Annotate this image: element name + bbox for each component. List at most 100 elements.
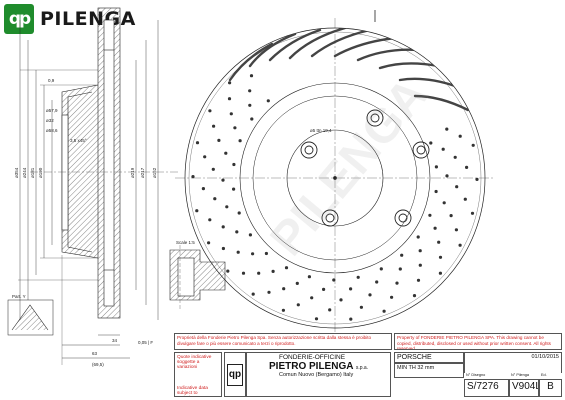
drilled-hole	[232, 187, 236, 191]
drilled-hole	[398, 267, 402, 271]
drilled-hole	[203, 155, 207, 159]
drilled-hole	[208, 218, 212, 222]
dim-left-1: ø354	[14, 167, 19, 178]
drilled-hole	[238, 139, 242, 143]
drilled-hole	[416, 278, 421, 282]
drilled-hole	[195, 141, 200, 145]
drilled-hole	[248, 233, 252, 237]
drilled-hole	[251, 252, 255, 256]
drilled-hole	[271, 269, 275, 273]
drilled-hole	[208, 109, 212, 113]
drilled-hole	[349, 317, 353, 321]
scale-label: Scale 1:5	[176, 240, 195, 245]
drilled-hole	[250, 117, 254, 121]
dim-bottom-2: 63	[92, 351, 98, 356]
dim-top-4: ø58,6	[46, 128, 58, 133]
drilled-hole	[284, 266, 289, 270]
note-en: Indicative data subject to variations	[177, 386, 208, 396]
brand-badge-icon: qp	[4, 4, 34, 34]
notice-red-it: Proprietà della Fonderie Pietro Pilenga …	[174, 333, 392, 350]
drilled-hole	[458, 243, 462, 247]
drilled-hole	[434, 189, 438, 194]
header-dwg-no: N° Disegno	[464, 373, 509, 379]
drilled-hole	[441, 147, 445, 151]
cross-section-dimension-labels: 0,9 ø57,9 ø32 ø58,6 3,5 x45° ø354 ø244 ø…	[12, 78, 195, 367]
drilled-hole	[434, 165, 438, 169]
drilled-hole	[442, 201, 446, 205]
drilled-hole	[191, 175, 195, 179]
drilled-hole	[235, 230, 239, 234]
drilled-hole	[237, 211, 241, 215]
drilled-hole	[221, 225, 225, 229]
drilled-hole	[266, 99, 270, 103]
drilled-hole	[228, 81, 232, 85]
drilled-hole	[445, 127, 449, 131]
drilled-hole	[227, 97, 232, 101]
drilled-hole	[241, 271, 246, 275]
dim-chamfer: 3,5 x45°	[70, 138, 87, 143]
drilled-hole	[395, 281, 399, 285]
drilled-hole	[359, 305, 363, 309]
drilled-hole	[310, 296, 314, 300]
drilled-hole	[356, 275, 360, 279]
dim-right-1: ø219	[130, 167, 135, 178]
drilled-hole	[418, 263, 422, 267]
drilled-hole	[282, 287, 286, 291]
revision: B	[539, 379, 562, 397]
drilled-hole	[375, 280, 379, 284]
header-edition: Ed.	[539, 373, 562, 379]
part-number: V904L	[509, 379, 539, 397]
notes-box: Quote indicative soggette a variazioni I…	[174, 352, 222, 397]
drilled-hole	[463, 197, 467, 201]
drilled-hole	[455, 185, 459, 189]
drilled-hole	[211, 167, 215, 171]
center-dim-label: ø5 ttn 19,4	[310, 128, 332, 133]
drilled-hole	[379, 267, 383, 271]
drilled-hole	[475, 177, 479, 181]
drilled-hole	[249, 74, 254, 78]
drilled-hole	[465, 165, 469, 169]
dim-left-3: ø181	[30, 167, 35, 178]
drilled-holes-pattern	[191, 74, 479, 321]
drilled-hole	[201, 187, 205, 191]
drilled-hole	[195, 209, 199, 213]
drilled-hole	[339, 298, 343, 302]
company-info: FONDERIE-OFFICINE PIETRO PILENGA s.p.a. …	[246, 352, 391, 397]
drilled-hole	[251, 292, 255, 296]
drilled-hole	[429, 141, 433, 145]
note-it: Quote indicative soggette a variazioni	[177, 355, 212, 370]
drilled-hole	[322, 287, 326, 291]
title-block: Proprietà della Fonderie Pietro Pilenga …	[174, 333, 562, 397]
drilled-hole	[221, 246, 225, 251]
drilled-hole	[212, 124, 216, 128]
company-city: Comun Nuovo (Bergamo) Italy	[279, 372, 354, 378]
company-line1: FONDERIE-OFFICINE	[279, 354, 346, 361]
company-line2: PIETRO PILENGA s.p.a.	[269, 361, 369, 372]
drilled-hole	[390, 295, 394, 299]
drilled-hole	[332, 278, 336, 282]
min-thickness: MIN TH 32 mm	[394, 363, 464, 378]
drilled-hole	[224, 151, 228, 155]
drilled-hole	[412, 294, 417, 298]
dim-top-1: 0,9	[48, 78, 55, 83]
drilled-hole	[225, 205, 229, 209]
drilled-hole	[418, 249, 422, 253]
drilled-hole	[437, 240, 441, 244]
dim-top-2: ø57,9	[46, 108, 58, 113]
drilled-hole	[226, 269, 230, 273]
drilled-hole	[328, 308, 332, 312]
drilled-hole	[314, 317, 319, 321]
drilled-hole	[248, 89, 252, 93]
drilled-hole	[470, 211, 475, 215]
drilled-hole	[281, 308, 285, 312]
drilled-hole	[232, 162, 236, 167]
drilled-hole	[307, 275, 311, 279]
drilled-hole	[438, 255, 443, 259]
dim-left-2: ø244	[22, 167, 27, 178]
notice-red-en: Property of FONDERIE PIETRO PILENGA SPA.…	[394, 333, 562, 350]
drilled-hole	[267, 290, 271, 294]
header-pilenga-no: N° Pilenga	[509, 373, 539, 379]
drilled-hole	[257, 271, 261, 275]
drilled-hole	[349, 287, 353, 291]
